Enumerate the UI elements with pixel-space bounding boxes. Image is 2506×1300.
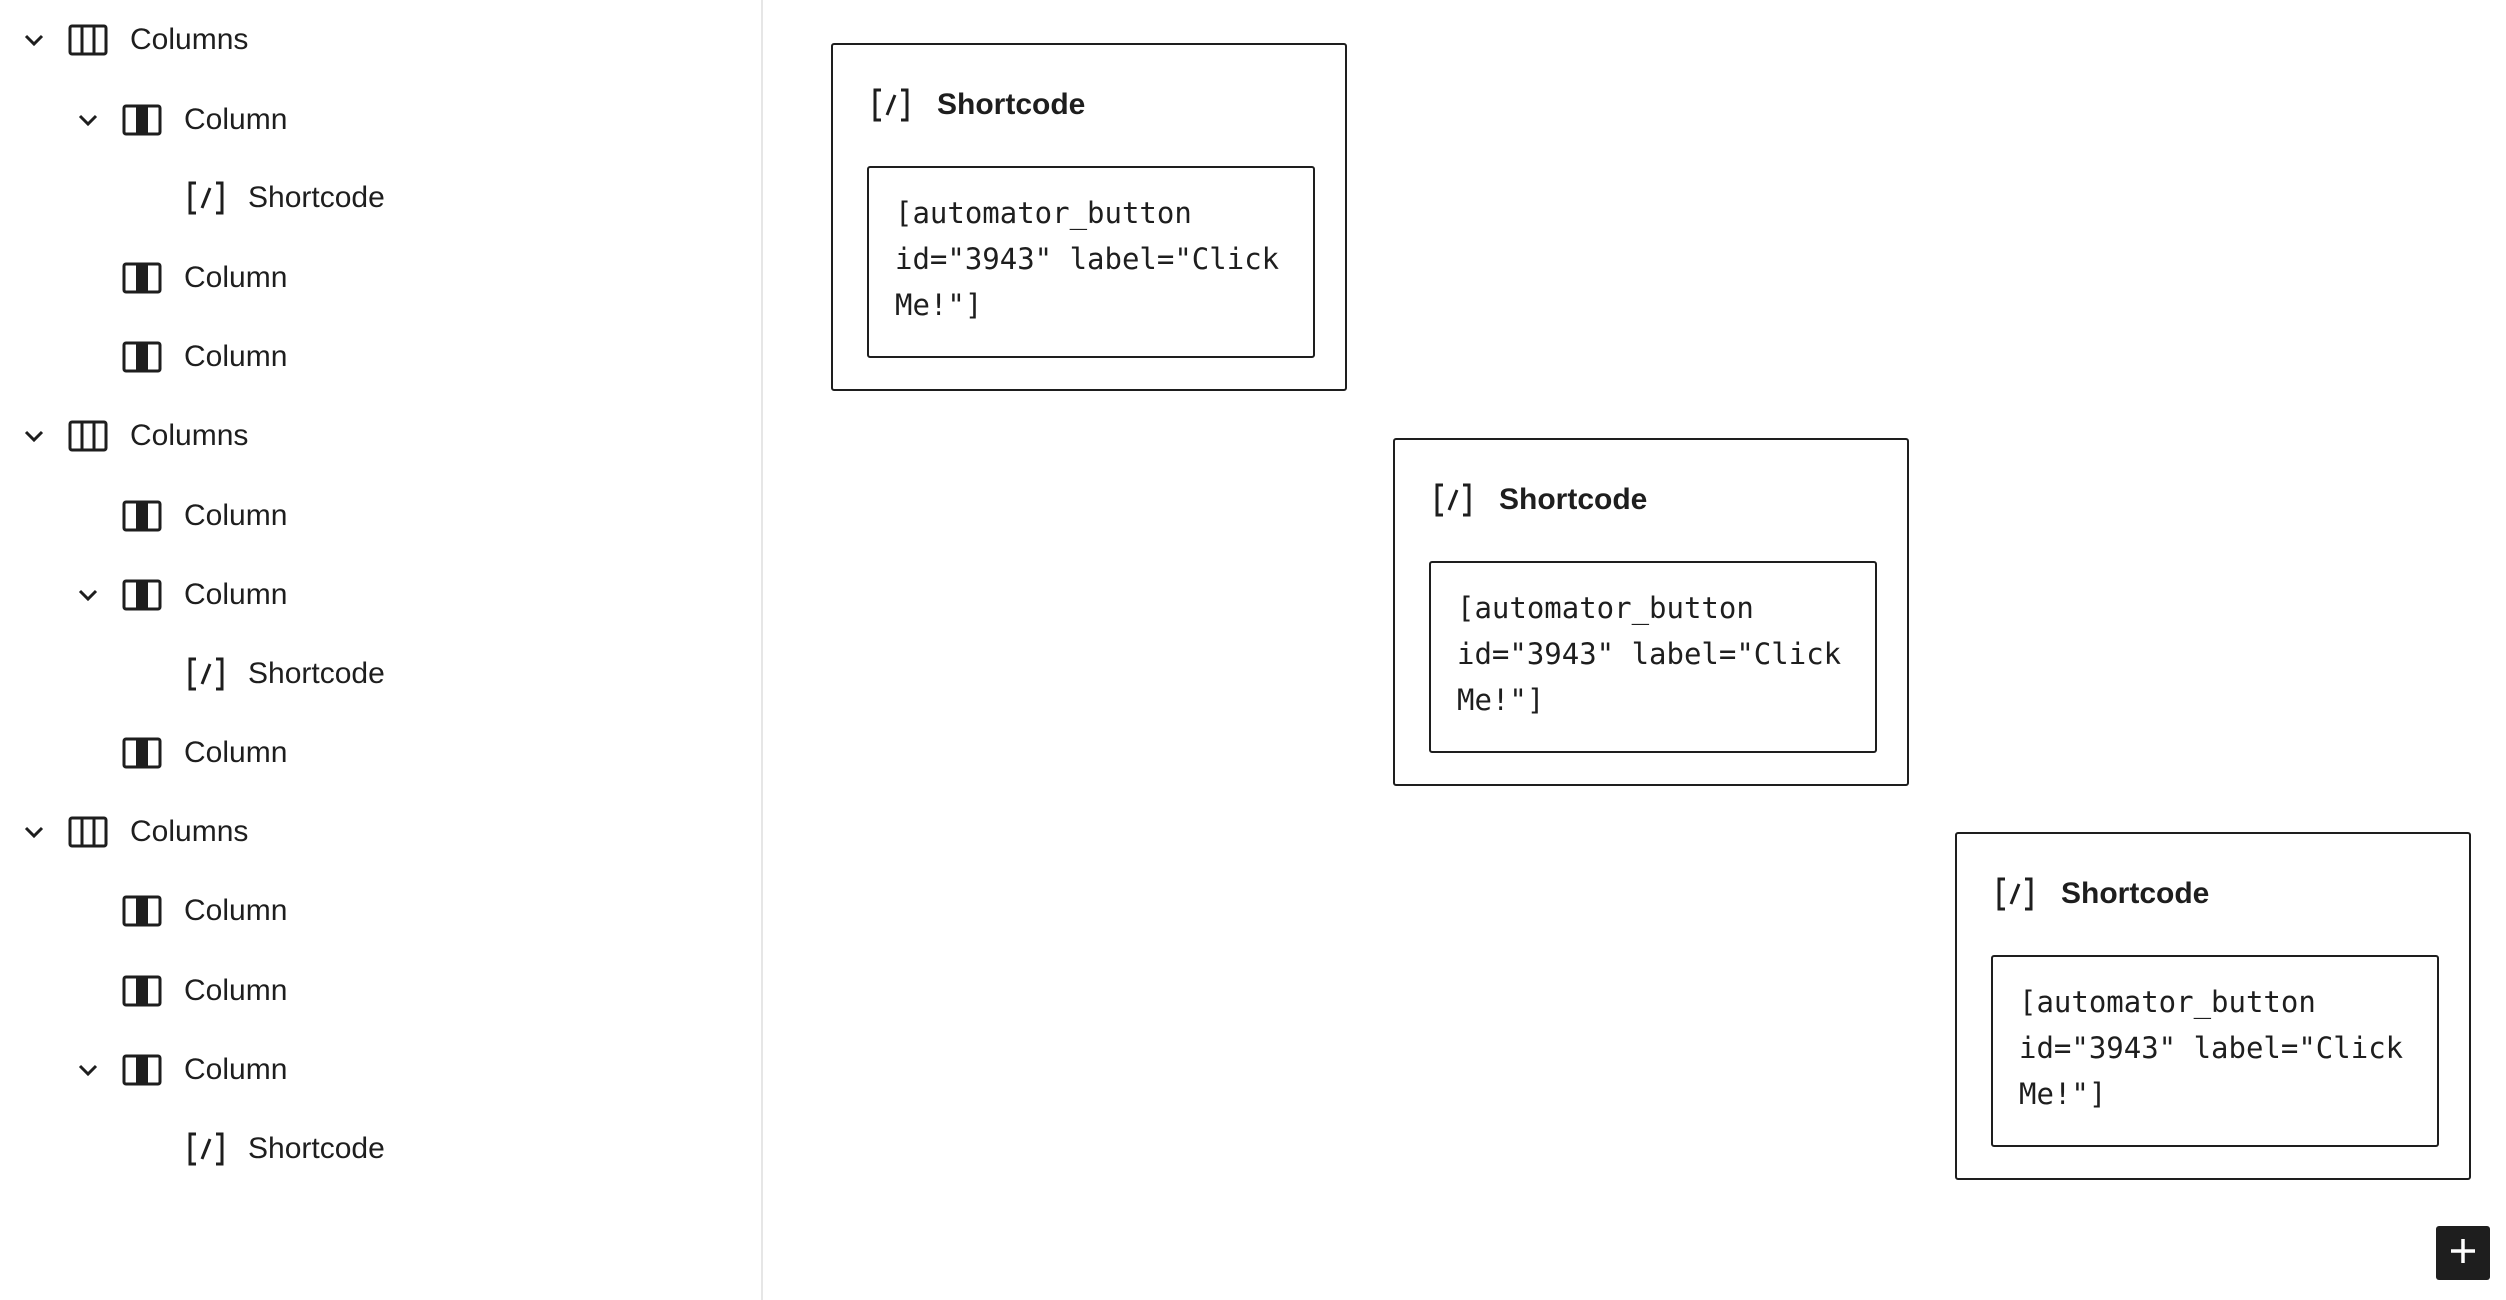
- list-item-shortcode[interactable]: Shortcode: [186, 1121, 385, 1177]
- shortcode-block[interactable]: Shortcode [automator_button id="3943" la…: [1393, 438, 1909, 786]
- list-item-label: Column: [184, 894, 288, 927]
- list-item-label: Shortcode: [248, 1132, 385, 1165]
- chevron-down-icon[interactable]: [72, 104, 104, 136]
- column-icon: [122, 1050, 162, 1090]
- list-item-label: Column: [184, 1053, 288, 1086]
- list-item-columns[interactable]: Columns: [18, 804, 248, 860]
- list-item-label: Columns: [130, 815, 249, 848]
- list-item-label: Column: [184, 578, 288, 611]
- list-item-column[interactable]: Column: [122, 329, 287, 385]
- chevron-down-icon[interactable]: [18, 816, 50, 848]
- column-icon: [122, 891, 162, 931]
- list-item-column[interactable]: Column: [122, 883, 287, 939]
- list-item-label: Column: [184, 340, 288, 373]
- column-icon: [122, 337, 162, 377]
- chevron-down-icon[interactable]: [72, 579, 104, 611]
- columns-icon: [68, 416, 108, 456]
- column-icon: [122, 496, 162, 536]
- list-item-label: Columns: [130, 23, 249, 56]
- column-icon: [122, 575, 162, 615]
- list-item-label: Column: [184, 261, 288, 294]
- list-item-columns[interactable]: Columns: [18, 12, 248, 68]
- shortcode-icon: [186, 1129, 226, 1169]
- list-item-column[interactable]: Column: [122, 250, 287, 306]
- shortcode-block[interactable]: Shortcode [automator_button id="3943" la…: [831, 43, 1347, 391]
- shortcode-block-title: Shortcode: [937, 88, 1086, 121]
- list-item-label: Shortcode: [248, 657, 385, 690]
- column-icon: [122, 100, 162, 140]
- list-item-shortcode[interactable]: Shortcode: [186, 170, 385, 226]
- list-item-column[interactable]: Column: [72, 92, 287, 148]
- shortcode-block-header: Shortcode: [1995, 870, 2209, 918]
- shortcode-icon: [186, 654, 226, 694]
- chevron-down-icon[interactable]: [72, 1054, 104, 1086]
- list-item-column[interactable]: Column: [72, 1042, 287, 1098]
- shortcode-block-header: Shortcode: [871, 81, 1085, 129]
- list-item-label: Column: [184, 103, 288, 136]
- chevron-down-icon[interactable]: [18, 24, 50, 56]
- list-item-columns[interactable]: Columns: [18, 408, 248, 464]
- column-icon: [122, 733, 162, 773]
- list-item-column[interactable]: Column: [122, 963, 287, 1019]
- shortcode-icon: [871, 85, 911, 125]
- list-item-shortcode[interactable]: Shortcode: [186, 646, 385, 702]
- list-item-label: Column: [184, 499, 288, 532]
- editor-canvas: Shortcode [automator_button id="3943" la…: [763, 0, 2506, 1300]
- shortcode-block[interactable]: Shortcode [automator_button id="3943" la…: [1955, 832, 2471, 1180]
- shortcode-block-header: Shortcode: [1433, 476, 1647, 524]
- shortcode-icon: [186, 178, 226, 218]
- plus-icon: [2448, 1236, 2478, 1271]
- column-icon: [122, 258, 162, 298]
- shortcode-block-title: Shortcode: [1499, 483, 1648, 516]
- list-item-label: Columns: [130, 419, 249, 452]
- columns-icon: [68, 812, 108, 852]
- list-item-column[interactable]: Column: [122, 488, 287, 544]
- list-item-column[interactable]: Column: [72, 567, 287, 623]
- list-item-label: Column: [184, 974, 288, 1007]
- shortcode-icon: [1433, 480, 1473, 520]
- shortcode-icon: [1995, 874, 2035, 914]
- list-item-label: Column: [184, 736, 288, 769]
- shortcode-block-title: Shortcode: [2061, 877, 2210, 910]
- column-icon: [122, 971, 162, 1011]
- list-view-panel: Columns Column Shortcode Column Column: [0, 0, 763, 1300]
- add-block-button[interactable]: [2436, 1226, 2490, 1280]
- shortcode-textarea[interactable]: [automator_button id="3943" label="Click…: [1429, 561, 1877, 753]
- chevron-down-icon[interactable]: [18, 420, 50, 452]
- shortcode-textarea[interactable]: [automator_button id="3943" label="Click…: [1991, 955, 2439, 1147]
- shortcode-textarea[interactable]: [automator_button id="3943" label="Click…: [867, 166, 1315, 358]
- columns-icon: [68, 20, 108, 60]
- list-item-column[interactable]: Column: [122, 725, 287, 781]
- list-item-label: Shortcode: [248, 181, 385, 214]
